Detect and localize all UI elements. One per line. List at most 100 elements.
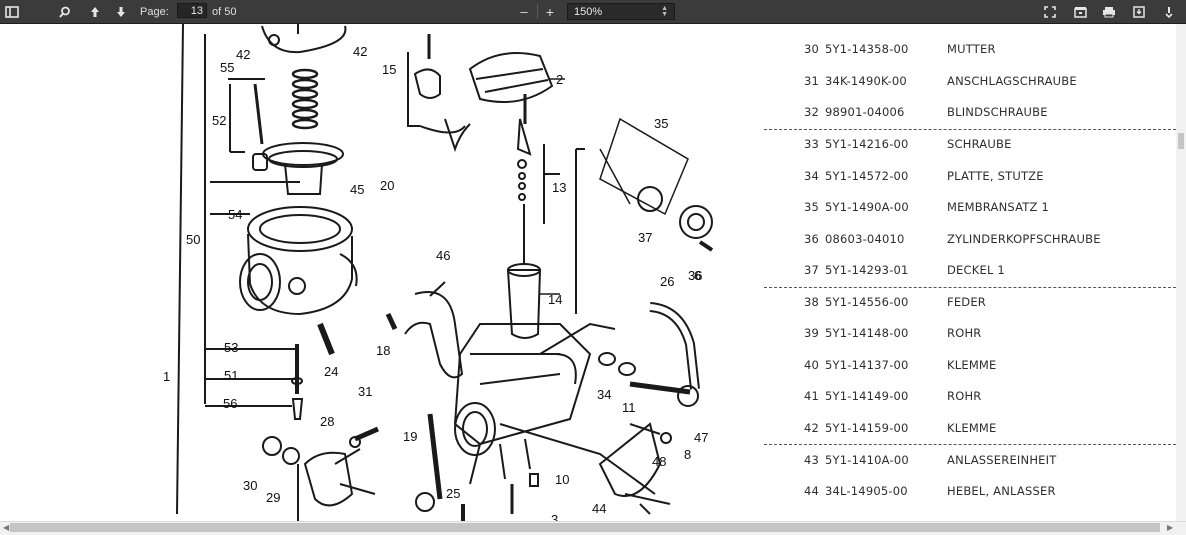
- part-number-index: 42: [804, 421, 820, 435]
- part-code: 34K-1490K-00: [825, 74, 907, 88]
- zoom-in-button[interactable]: +: [545, 3, 555, 20]
- callout-label: 48: [652, 454, 666, 469]
- scroll-right-icon[interactable]: ▶: [1167, 523, 1174, 532]
- part-code: 5Y1-14159-00: [825, 421, 909, 435]
- part-description: KLEMME: [947, 358, 997, 372]
- callout-label: 50: [186, 232, 200, 247]
- callout-label: 54: [228, 207, 242, 222]
- part-description: HEBEL, ANLASSER: [947, 484, 1056, 498]
- callout-label: 19: [403, 429, 417, 444]
- part-number-index: 31: [804, 74, 820, 88]
- print-icon[interactable]: [1100, 0, 1118, 23]
- callout-label: 47: [694, 430, 708, 445]
- part-number-index: 40: [804, 358, 820, 372]
- callout-label: 52: [212, 113, 226, 128]
- parts-row: 37 5Y1-14293-01 DECKEL 1: [760, 263, 1180, 281]
- parts-row: 34 5Y1-14572-00 PLATTE, STUTZE: [760, 169, 1180, 187]
- parts-row: 41 5Y1-14149-00 ROHR: [760, 389, 1180, 407]
- page-total: of 50: [212, 5, 237, 18]
- pdf-toolbar: Page: of 50 – + 150% ▲▼: [0, 0, 1186, 24]
- callout-label: 51: [224, 368, 238, 383]
- part-number-index: 43: [804, 453, 820, 467]
- callout-label: 15: [382, 62, 396, 77]
- callout-label: 56: [223, 396, 237, 411]
- callout-label: 30: [243, 478, 257, 493]
- part-number-index: 35: [804, 200, 820, 214]
- part-number-index: 37: [804, 263, 820, 277]
- part-description: KLEMME: [947, 421, 997, 435]
- part-description: MUTTER: [947, 42, 996, 56]
- scroll-left-icon[interactable]: ◀: [3, 523, 10, 532]
- part-number-index: 34: [804, 169, 820, 183]
- callout-label: 36: [688, 268, 702, 283]
- callout-label: 11: [622, 400, 636, 415]
- zoom-value: 150%: [574, 5, 603, 18]
- callout-label: 13: [552, 180, 566, 195]
- search-icon[interactable]: [56, 0, 74, 23]
- part-description: ROHR: [947, 389, 982, 403]
- part-code: 5Y1-14556-00: [825, 295, 909, 309]
- zoom-select[interactable]: 150% ▲▼: [567, 3, 675, 20]
- part-code: 5Y1-1490A-00: [825, 200, 909, 214]
- part-description: DECKEL 1: [947, 263, 1005, 277]
- callout-label: 37: [638, 230, 652, 245]
- part-code: 5Y1-14149-00: [825, 389, 909, 403]
- part-number-index: 41: [804, 389, 820, 403]
- part-code: 5Y1-14572-00: [825, 169, 909, 183]
- part-number-index: 44: [804, 484, 820, 498]
- callout-label: 42: [236, 47, 250, 62]
- part-code: 5Y1-14216-00: [825, 137, 909, 151]
- sidebar-toggle-icon[interactable]: [3, 0, 21, 23]
- callout-label: 53: [224, 340, 238, 355]
- page-label: Page:: [140, 5, 169, 18]
- part-description: ZYLINDERKOPFSCHRAUBE: [947, 232, 1101, 246]
- part-code: 34L-14905-00: [825, 484, 908, 498]
- part-description: PLATTE, STUTZE: [947, 169, 1044, 183]
- part-code: 5Y1-14148-00: [825, 326, 909, 340]
- callout-label: 3: [551, 512, 558, 521]
- callout-label: 45: [350, 182, 364, 197]
- callout-label: 6: [694, 268, 701, 283]
- part-code: 98901-04006: [825, 105, 905, 119]
- part-number-index: 30: [804, 42, 820, 56]
- callout-label: 28: [320, 414, 334, 429]
- open-file-icon[interactable]: [1071, 0, 1089, 23]
- callout-label: 46: [436, 248, 450, 263]
- parts-row: 43 5Y1-1410A-00 ANLASSEREINHEIT: [760, 453, 1180, 471]
- callout-label: 29: [266, 490, 280, 505]
- callout-label: 26: [660, 274, 674, 289]
- previous-page-icon[interactable]: [87, 0, 103, 23]
- part-description: ANLASSEREINHEIT: [947, 453, 1057, 467]
- more-tools-icon[interactable]: [1160, 0, 1178, 23]
- download-icon[interactable]: [1130, 0, 1148, 23]
- callout-label: 35: [654, 116, 668, 131]
- callout-label: 8: [684, 447, 691, 462]
- callout-label: 25: [446, 486, 460, 501]
- callout-label: 14: [548, 292, 562, 307]
- callout-label: 10: [555, 472, 569, 487]
- part-number-index: 38: [804, 295, 820, 309]
- horizontal-scrollbar-thumb[interactable]: [10, 523, 1160, 532]
- part-code: 5Y1-14293-01: [825, 263, 909, 277]
- page-number-input[interactable]: [177, 3, 207, 18]
- zoom-out-button[interactable]: –: [520, 4, 528, 19]
- next-page-icon[interactable]: [113, 0, 129, 23]
- part-number-index: 39: [804, 326, 820, 340]
- callout-label: 24: [324, 364, 338, 379]
- parts-row: 42 5Y1-14159-00 KLEMME: [760, 421, 1180, 439]
- group-separator: [764, 287, 1176, 288]
- vertical-scrollbar-thumb[interactable]: [1178, 133, 1184, 149]
- callout-label: 34: [597, 387, 611, 402]
- part-code: 5Y1-1410A-00: [825, 453, 909, 467]
- fullscreen-icon[interactable]: [1041, 0, 1059, 23]
- part-description: ROHR: [947, 326, 982, 340]
- vertical-scrollbar[interactable]: [1176, 24, 1186, 521]
